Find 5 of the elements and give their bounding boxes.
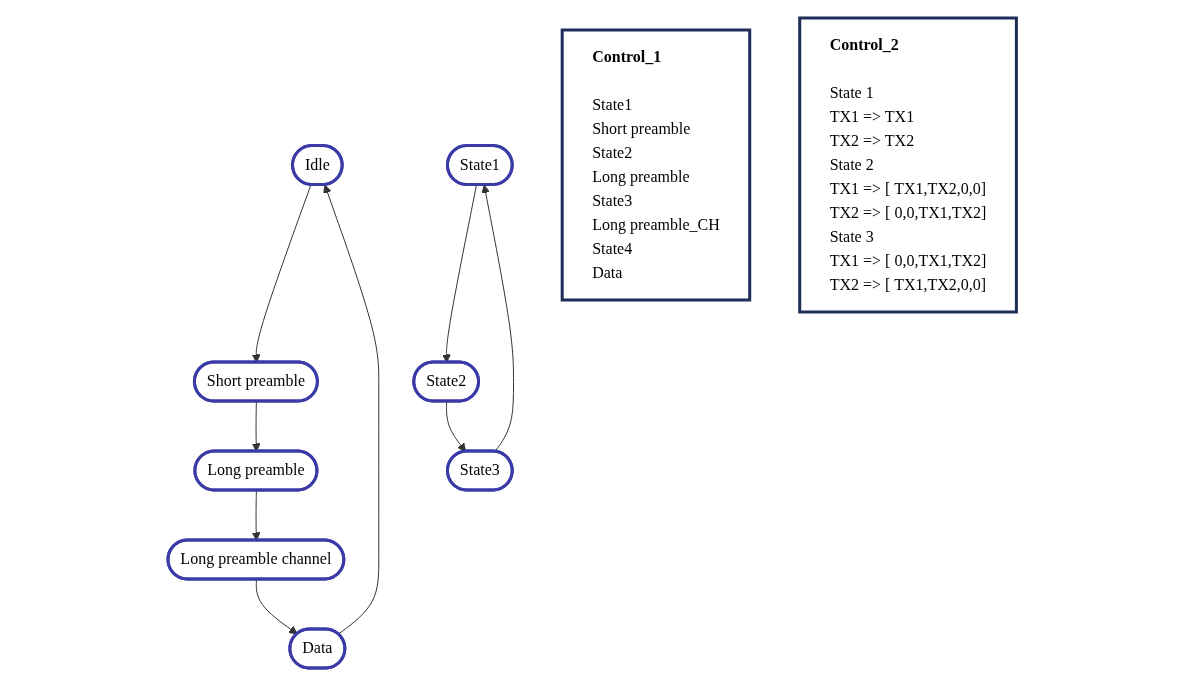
node-box: Control_2 State 1 TX1 => TX1 TX2 => TX2 State 2 TX1 => [ TX1,TX2,0,0] TX2 => [ 0,0,TX1,TX2] State 3 TX1 => [ 0,0,TX1,TX2] TX2 => [ TX1,TX2,0,0] xyxy=(798,16,1018,314)
arrow xyxy=(255,579,298,635)
node-box: Control_1 State1 Short preamble State2 Long preamble State3 Long preamble_CH State4 Data xyxy=(560,28,751,302)
arrow xyxy=(323,184,380,635)
arrow xyxy=(445,401,466,452)
